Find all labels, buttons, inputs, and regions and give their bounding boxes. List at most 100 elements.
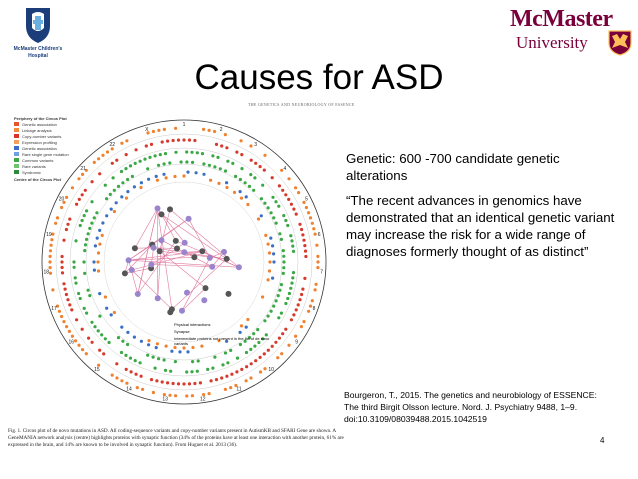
- legend-network-label: Intermediate proteins not present in the…: [174, 336, 270, 346]
- circos-dot: [190, 394, 194, 398]
- circos-ring: [85, 163, 283, 361]
- circos-dot: [235, 150, 239, 154]
- circos-dot: [164, 176, 168, 180]
- circos-dot: [124, 367, 128, 371]
- circos-dot: [198, 381, 202, 385]
- circos-dot: [49, 243, 53, 247]
- circos-dot: [261, 295, 265, 299]
- network-node: [168, 306, 175, 313]
- legend-periphery-swatch: [14, 140, 19, 144]
- circos-dot: [254, 161, 258, 165]
- chromosome-label: 5: [305, 197, 308, 203]
- legend-periphery-item: Genetic association: [14, 121, 80, 127]
- circos-dot: [206, 367, 210, 371]
- circos-dot: [243, 339, 247, 343]
- circos-dot: [313, 288, 317, 292]
- circos-dot: [100, 333, 104, 337]
- circos-dot: [148, 155, 152, 159]
- circos-dot: [82, 306, 86, 310]
- circos-dot: [187, 382, 192, 386]
- circos-dot: [218, 167, 222, 171]
- network-node: [134, 291, 141, 297]
- circos-dot: [277, 336, 281, 340]
- circos-dot: [163, 368, 168, 372]
- circos-dot: [223, 387, 227, 391]
- network-edge: [171, 258, 227, 310]
- page-number: 4: [600, 436, 605, 445]
- circos-dot: [157, 357, 161, 361]
- circos-dot: [240, 153, 244, 157]
- legend-network-label: Synapse: [174, 329, 190, 334]
- circos-dot: [202, 172, 206, 176]
- circos-dot: [316, 266, 320, 270]
- circos-dot: [259, 214, 263, 218]
- circos-dot: [178, 350, 182, 354]
- circos-dot: [291, 276, 295, 280]
- chromosome-label: 1: [183, 122, 186, 128]
- circos-dot: [84, 168, 88, 172]
- legend-periphery-item: Linkage analysis: [14, 127, 80, 133]
- circos-dot: [160, 380, 164, 384]
- chromosome-label: 21: [80, 166, 86, 172]
- circos-dot: [93, 244, 97, 248]
- circos-dot: [289, 318, 293, 322]
- circos-dot: [274, 200, 278, 204]
- circos-dot: [54, 221, 58, 225]
- circos-dot: [60, 314, 64, 319]
- circos-dot: [151, 129, 155, 134]
- circos-dot: [128, 356, 133, 360]
- circos-dot: [232, 190, 237, 194]
- hospital-name-line2: Hospital: [28, 53, 48, 59]
- circos-dot: [239, 324, 244, 328]
- circos-dot: [98, 348, 102, 352]
- circos-dot: [314, 282, 318, 286]
- circos-dot: [126, 342, 130, 347]
- circos-dot: [96, 329, 100, 333]
- circos-dot: [115, 376, 119, 380]
- circos-dot: [75, 318, 79, 322]
- circos-dot: [194, 171, 198, 175]
- circos-dot: [286, 296, 290, 301]
- circos-dot: [291, 249, 296, 253]
- circos-dot: [185, 160, 189, 164]
- circos-dot: [186, 350, 190, 354]
- circos-dot: [238, 177, 242, 182]
- network-node: [223, 255, 230, 262]
- circos-dot: [307, 211, 311, 215]
- circos-dot: [202, 127, 206, 131]
- legend-network-item: Synapse: [174, 329, 274, 336]
- circos-dot: [162, 127, 166, 131]
- circos-dot: [287, 177, 291, 181]
- circos-dot: [243, 181, 247, 185]
- circos-dot: [290, 239, 294, 243]
- circos-dot: [109, 313, 113, 317]
- circos-dot: [286, 223, 290, 228]
- circos-dot: [313, 232, 317, 236]
- circos-dot: [226, 361, 230, 365]
- circos-dot: [126, 330, 130, 334]
- circos-dot: [187, 138, 192, 142]
- circos-dot: [190, 370, 194, 374]
- circos-dot: [146, 167, 150, 171]
- circos-dot: [82, 214, 86, 218]
- circos-dot: [220, 144, 224, 148]
- legend-network-label: Physical interactions: [174, 322, 211, 327]
- network-node: [121, 270, 128, 277]
- circos-dot: [291, 271, 296, 275]
- chromosome-label: 12: [200, 397, 206, 403]
- circos-dot: [278, 232, 282, 236]
- circos-dot: [132, 335, 136, 339]
- circos-dot: [281, 332, 285, 336]
- circos-dot: [244, 195, 248, 199]
- chromosome-label: 18: [44, 269, 50, 275]
- circos-dot: [262, 352, 266, 356]
- legend-periphery-label: Copy-number variants: [22, 133, 62, 139]
- network-edge: [211, 251, 225, 267]
- circos-dot: [302, 320, 306, 324]
- circos-dot: [155, 178, 159, 182]
- circos-dot: [164, 344, 168, 348]
- network-node: [125, 257, 132, 264]
- circos-dot: [124, 153, 128, 157]
- circos-dot: [105, 150, 110, 154]
